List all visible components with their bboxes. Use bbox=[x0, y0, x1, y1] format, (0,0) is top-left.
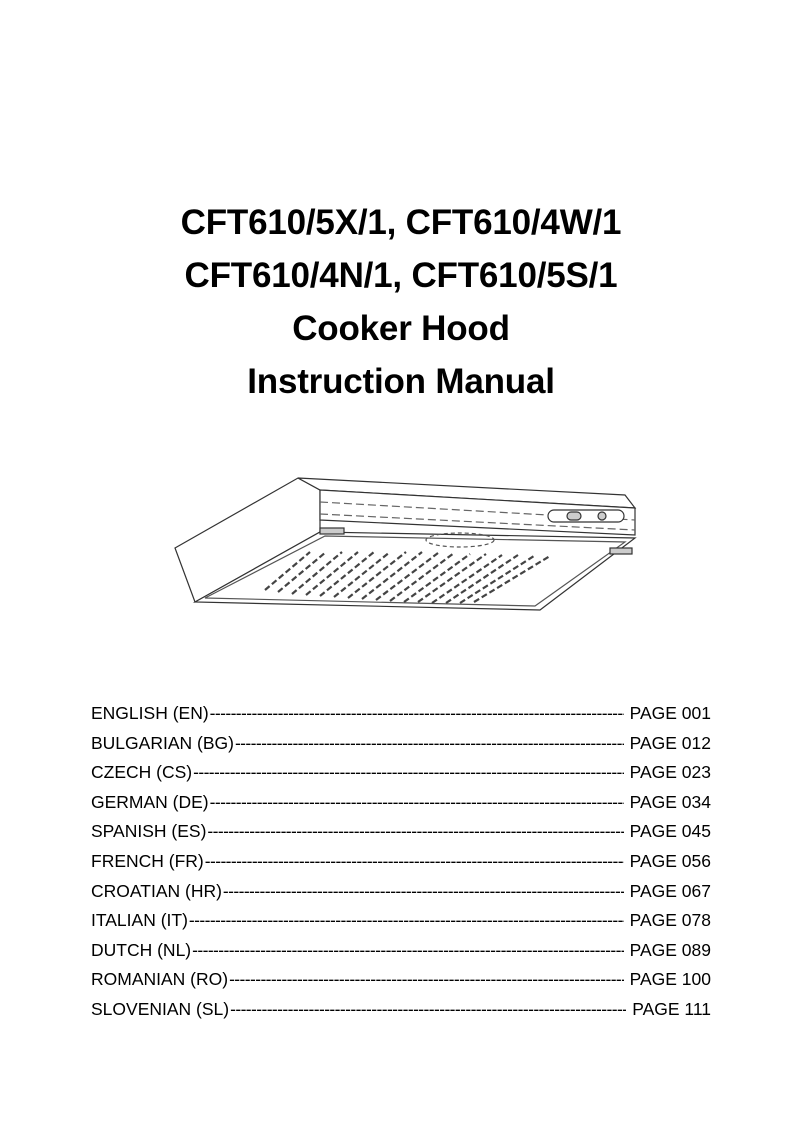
toc-page: PAGE 100 bbox=[623, 966, 711, 996]
title-models-line-1: CFT610/5X/1, CFT610/4W/1 bbox=[180, 203, 622, 242]
toc-language: GERMAN (DE) bbox=[91, 788, 210, 819]
toc-page: PAGE 001 bbox=[623, 700, 711, 730]
toc-row-english[interactable]: ENGLISH (EN) ---------------------------… bbox=[91, 700, 711, 730]
toc-row-dutch[interactable]: DUTCH (NL) -----------------------------… bbox=[91, 936, 711, 967]
toc-leader: ----------------------------------------… bbox=[204, 850, 624, 871]
title-manual: Instruction Manual bbox=[247, 362, 555, 401]
toc-page: PAGE 067 bbox=[623, 877, 711, 908]
toc-leader: ----------------------------------------… bbox=[222, 880, 624, 901]
toc-language: SPANISH (ES) bbox=[91, 818, 208, 848]
toc-language: CROATIAN (HR) bbox=[91, 877, 223, 908]
toc-leader: ----------------------------------------… bbox=[207, 821, 623, 842]
toc-leader: ----------------------------------------… bbox=[234, 732, 624, 753]
document-title: CFT610/5X/1, CFT610/4W/1 CFT610/4N/1, CF… bbox=[0, 196, 802, 408]
toc-page: PAGE 012 bbox=[623, 729, 711, 760]
toc-leader: ----------------------------------------… bbox=[209, 703, 624, 723]
toc-leader: ----------------------------------------… bbox=[188, 910, 624, 931]
toc-page: PAGE 045 bbox=[623, 818, 711, 848]
toc-language: FRENCH (FR) bbox=[91, 847, 205, 878]
toc-language: SLOVENIAN (SL) bbox=[91, 995, 231, 1026]
toc-leader: ----------------------------------------… bbox=[193, 762, 624, 783]
toc-page: PAGE 078 bbox=[623, 907, 711, 937]
toc-row-spanish[interactable]: SPANISH (ES) ---------------------------… bbox=[91, 818, 711, 848]
cooker-hood-illustration-icon bbox=[170, 470, 650, 620]
toc-leader: ----------------------------------------… bbox=[209, 791, 624, 812]
title-product: Cooker Hood bbox=[292, 309, 510, 348]
toc-row-slovenian[interactable]: SLOVENIAN (SL) -------------------------… bbox=[91, 995, 711, 1026]
toc-language: DUTCH (NL) bbox=[91, 936, 193, 967]
toc-page: PAGE 089 bbox=[623, 936, 711, 967]
toc-page: PAGE 034 bbox=[623, 788, 711, 819]
toc-row-german[interactable]: GERMAN (DE) ----------------------------… bbox=[91, 788, 711, 819]
toc-row-italian[interactable]: ITALIAN (IT) ---------------------------… bbox=[91, 907, 711, 937]
toc-row-czech[interactable]: CZECH (CS) -----------------------------… bbox=[91, 759, 711, 789]
toc-leader: ----------------------------------------… bbox=[192, 939, 623, 960]
toc-leader: ----------------------------------------… bbox=[230, 998, 627, 1019]
toc-language: ROMANIAN (RO) bbox=[91, 966, 230, 996]
toc-page: PAGE 056 bbox=[623, 847, 711, 878]
toc-row-croatian[interactable]: CROATIAN (HR) --------------------------… bbox=[91, 877, 711, 908]
toc-page: PAGE 023 bbox=[623, 759, 711, 789]
toc-language: ENGLISH (EN) bbox=[91, 700, 210, 730]
toc-row-french[interactable]: FRENCH (FR) ----------------------------… bbox=[91, 847, 711, 878]
toc-row-bulgarian[interactable]: BULGARIAN (BG) -------------------------… bbox=[91, 729, 711, 760]
toc-language: ITALIAN (IT) bbox=[91, 907, 189, 937]
language-table-of-contents: ENGLISH (EN) ---------------------------… bbox=[91, 700, 711, 1026]
title-models-line-2: CFT610/4N/1, CFT610/5S/1 bbox=[184, 256, 618, 295]
toc-leader: ----------------------------------------… bbox=[229, 969, 624, 990]
toc-language: BULGARIAN (BG) bbox=[91, 729, 235, 760]
toc-language: CZECH (CS) bbox=[91, 759, 194, 789]
toc-row-romanian[interactable]: ROMANIAN (RO) --------------------------… bbox=[91, 966, 711, 996]
toc-page: PAGE 111 bbox=[626, 995, 711, 1026]
